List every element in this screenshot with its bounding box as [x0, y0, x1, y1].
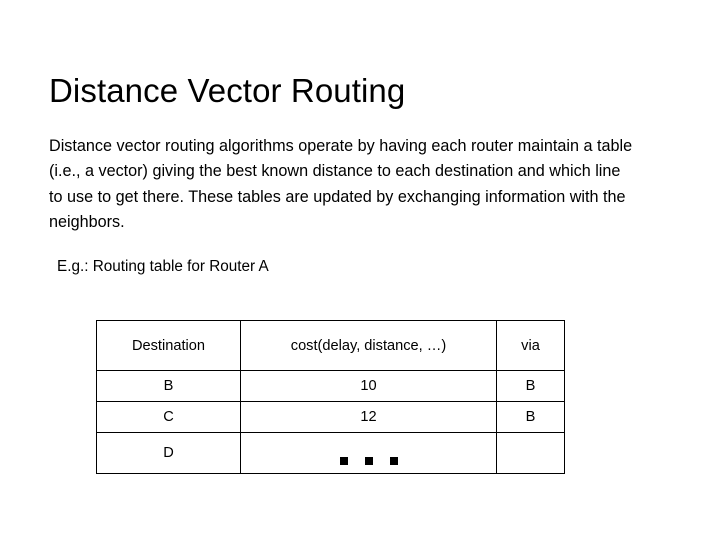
column-header-cost: cost(delay, distance, …)	[240, 320, 497, 371]
cell-cost: 12	[240, 401, 497, 433]
body-paragraph: Distance vector routing algorithms opera…	[49, 137, 633, 232]
cell-cost: 10	[240, 370, 497, 402]
column-header-via: via	[496, 320, 565, 371]
cell-via: B	[496, 370, 565, 402]
cell-via	[496, 432, 565, 474]
routing-table: Destination cost(delay, distance, …) via…	[96, 320, 565, 474]
page-title: Distance Vector Routing	[49, 72, 406, 110]
square-bullet-icon	[364, 456, 373, 465]
table-row: D	[96, 432, 565, 474]
cell-destination: B	[96, 370, 241, 402]
table-header-row: Destination cost(delay, distance, …) via	[96, 320, 565, 371]
table-row: C 12 B	[96, 401, 565, 433]
square-bullet-icon	[389, 456, 398, 465]
cell-destination: C	[96, 401, 241, 433]
column-header-destination: Destination	[96, 320, 241, 371]
ellipsis-markers	[241, 456, 496, 465]
example-caption: E.g.: Routing table for Router A	[57, 258, 269, 275]
cell-destination: D	[96, 432, 241, 474]
square-bullet-icon	[339, 456, 348, 465]
cell-cost-ellipsis	[240, 432, 497, 474]
cell-via: B	[496, 401, 565, 433]
table-row: B 10 B	[96, 370, 565, 402]
